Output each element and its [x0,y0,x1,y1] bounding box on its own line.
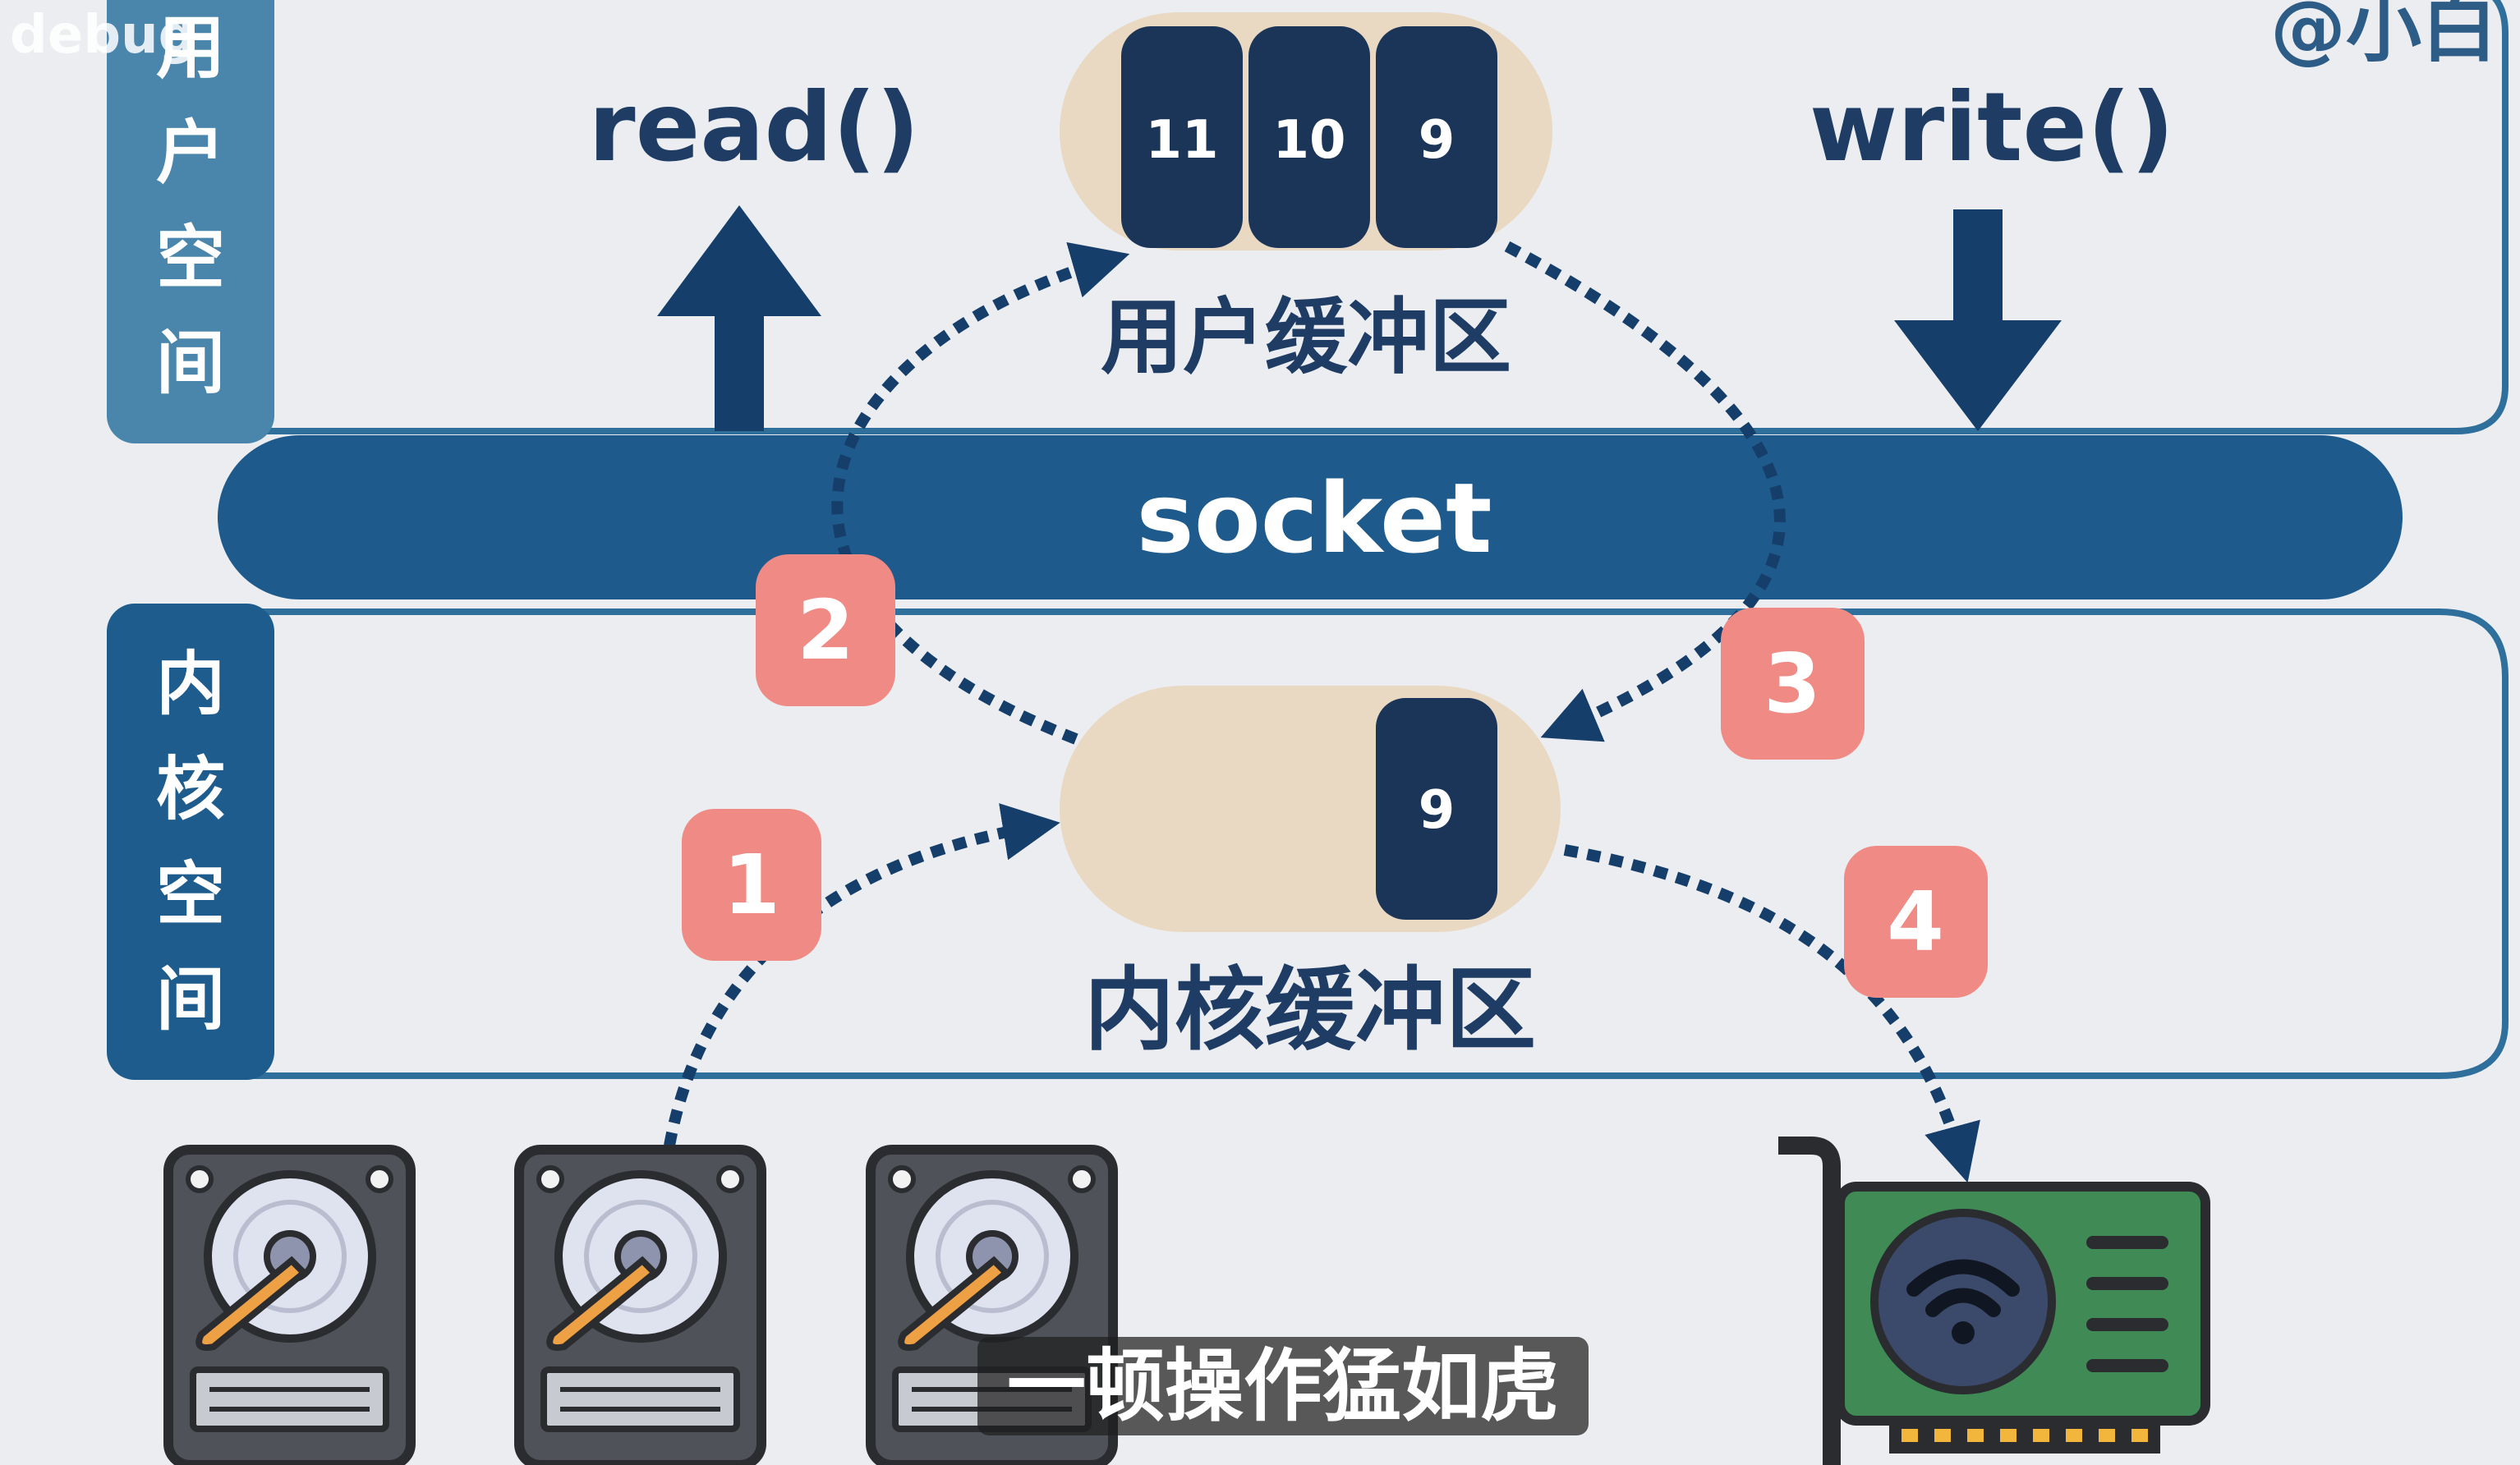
svg-text:1: 1 [723,837,780,933]
user-buffer-block: 11 [1121,26,1243,248]
svg-text:3: 3 [1764,636,1821,732]
user-buffer-label: 用户缓冲区 [1101,289,1511,385]
hard-drive-icon [514,1145,766,1465]
wifi-icon [1906,1259,2020,1344]
svg-text:11: 11 [1145,110,1218,171]
user-buffer-block: 9 [1376,26,1497,248]
kernel-buffer-label: 内核缓冲区 [1084,958,1536,1063]
svg-text:2: 2 [797,582,854,678]
step-badge-3: 3 [1721,608,1865,760]
svg-text:9: 9 [1419,780,1455,841]
kernel-buffer-block: 9 [1376,698,1497,920]
kernel-space-frame [164,609,2509,1079]
step-badge-1: 1 [682,809,821,961]
svg-text:9: 9 [1419,110,1455,171]
svg-text:4: 4 [1887,874,1944,970]
watermark-left: debug [10,5,196,66]
kernel-space-label: 内 核 空 间 [107,604,274,1080]
step-badge-4: 4 [1844,846,1988,998]
flow-arrow-4 [1563,844,1980,1183]
socket-label: socket [1137,462,1492,575]
network-card-icon [1778,1137,2210,1465]
write-arrow-icon [1894,209,2062,431]
write-label: write() [1810,72,2174,183]
svg-text:10: 10 [1272,110,1345,171]
user-space-label: 用 户 空 间 [107,0,274,443]
step-badge-2: 2 [756,554,895,706]
watermark-right: @小白 [2269,0,2497,72]
hard-drive-icon [163,1145,416,1465]
flow-arrow-3 [1504,241,1786,742]
read-arrow-icon [657,205,821,431]
socket-bar [218,435,2403,599]
read-label: read() [588,72,919,183]
user-space-frame [164,0,2509,434]
user-buffer-block: 10 [1249,26,1370,248]
video-subtitle: 一顿操作猛如虎 [977,1337,1589,1435]
